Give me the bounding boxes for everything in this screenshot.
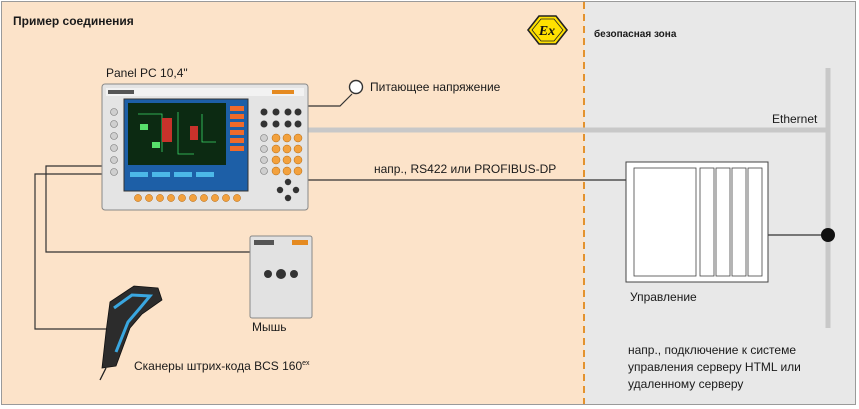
note-line-1: напр., подключение к системе (628, 343, 797, 357)
ethernet-label: Ethernet (772, 112, 818, 126)
power-supply-label: Питающее напряжение (370, 80, 501, 94)
mouse-device-icon (249, 235, 313, 319)
barcode-scanner-icon (99, 285, 163, 381)
panel-pc-label: Panel PC 10,4" (106, 66, 188, 80)
panel-pc-device (101, 83, 309, 211)
panel-left-buttons (110, 108, 118, 176)
panel-function-keys (134, 194, 241, 202)
ex-symbol-text: Ex (538, 24, 555, 39)
scanner-label-main: Сканеры штрих-кода BCS 160 (134, 359, 303, 373)
scanner-label: Сканеры штрих-кода BCS 160ex (134, 357, 310, 373)
mouse-cable (45, 165, 250, 253)
ex-hazard-icon (526, 15, 569, 45)
hazardous-zone-title: Пример соединения (13, 14, 134, 28)
mouse-label: Мышь (252, 320, 287, 334)
panel-cursor-keys (276, 178, 300, 202)
serial-link-label: напр., RS422 или PROFIBUS-DP (374, 162, 557, 176)
safe-zone-title: безопасная зона (594, 29, 677, 40)
scanner-label-superscript: ex (302, 360, 310, 367)
panel-numeric-keypad (271, 133, 303, 176)
note-line-2: управления серверу HTML или (628, 360, 801, 374)
controller-device (625, 161, 769, 283)
connection-diagram: Ex (34, 2, 835, 404)
network-node-icon (821, 228, 835, 242)
safe-zone-note: напр., подключение к системе управления … (628, 342, 801, 393)
power-supply-terminal-icon (348, 79, 364, 95)
panel-nav-keys (260, 108, 302, 128)
scanner-cable (34, 173, 124, 330)
controller-label: Управление (630, 290, 697, 304)
note-line-3: удаленному серверу (628, 377, 744, 391)
panel-side-keys (260, 134, 268, 175)
power-cable (298, 93, 353, 107)
